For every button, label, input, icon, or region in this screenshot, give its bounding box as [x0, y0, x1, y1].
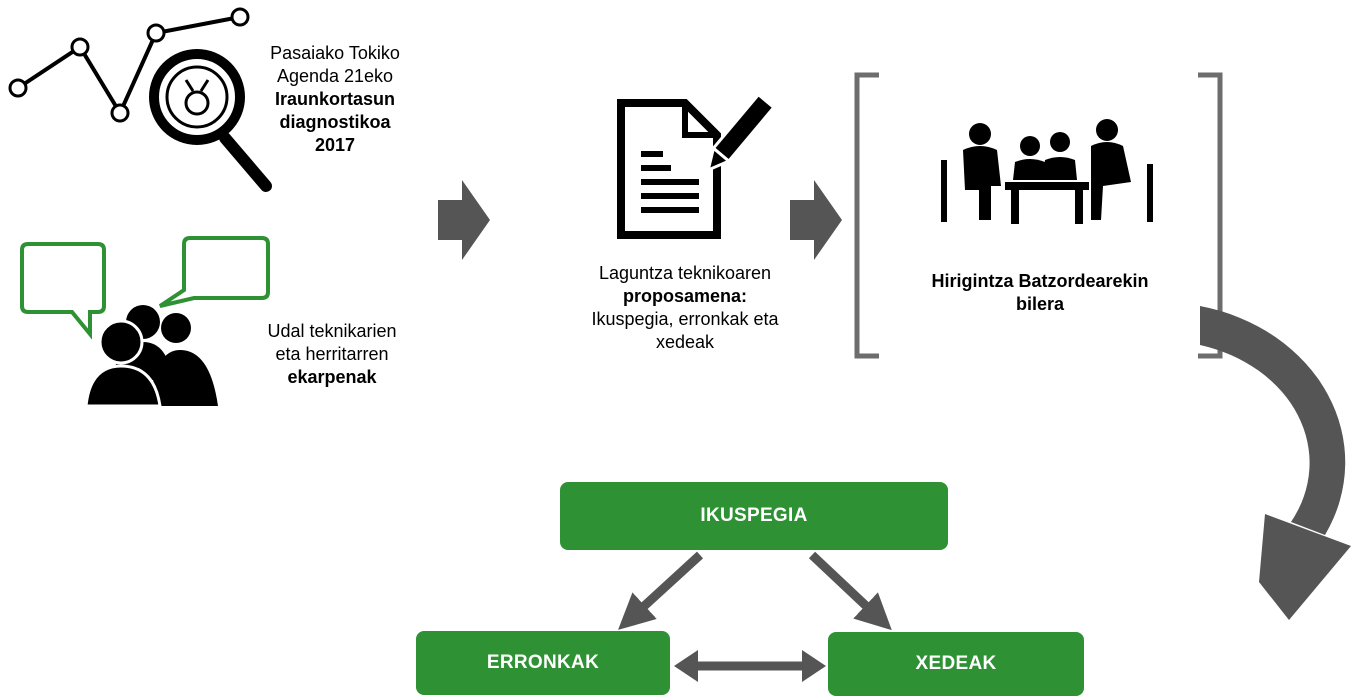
diagnosis-line-4: diagnostikoa — [279, 112, 391, 132]
vision-box: IKUSPEGIA — [560, 482, 948, 550]
challenges-box: ERRONKAK — [416, 631, 670, 695]
contributions-line-2: eta herritarren — [275, 344, 389, 364]
meeting-icon — [941, 119, 1153, 224]
curved-arrow-icon — [1200, 306, 1351, 620]
meeting-text: Hirigintza Batzordearekin bilera — [885, 270, 1195, 316]
trend-magnifier-icon — [8, 7, 272, 192]
arrow-right-icon — [438, 180, 490, 260]
document-pen-icon — [617, 92, 776, 239]
arrow-vision-to-challenges — [618, 551, 704, 630]
arrow-right-icon — [790, 180, 842, 260]
diagnosis-text: Pasaiako Tokiko Agenda 21eko Iraunkortas… — [240, 42, 430, 157]
meeting-line-1: Hirigintza Batzordearekin — [931, 271, 1149, 291]
diagnosis-line-3: Iraunkortasun — [274, 89, 396, 109]
proposal-line-2: proposamena: — [622, 286, 748, 306]
meeting-line-2: bilera — [1015, 294, 1065, 314]
contributions-text: Udal teknikarien eta herritarren ekarpen… — [242, 320, 422, 389]
contributions-line-1: Udal teknikarien — [267, 321, 397, 341]
proposal-line-1: Laguntza teknikoaren — [598, 263, 772, 283]
proposal-line-3: Ikuspegia, erronkak eta — [591, 309, 779, 329]
proposal-text: Laguntza teknikoaren proposamena: Ikuspe… — [540, 262, 830, 354]
contributions-line-3: ekarpenak — [287, 367, 377, 387]
goals-box: XEDEAK — [828, 632, 1084, 696]
diagnosis-line-2: Agenda 21eko — [276, 66, 394, 86]
proposal-line-4: xedeak — [655, 332, 715, 352]
arrow-vision-to-goals — [808, 551, 892, 631]
people-speech-icon — [20, 236, 270, 408]
diagnosis-line-5: 2017 — [314, 135, 356, 155]
left-bracket — [854, 72, 879, 359]
right-bracket — [1198, 72, 1223, 359]
diagnosis-line-1: Pasaiako Tokiko — [270, 43, 400, 63]
